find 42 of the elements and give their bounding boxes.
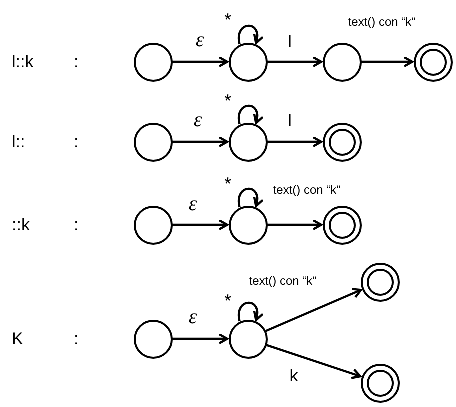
state-circle	[134, 206, 172, 244]
arrow	[172, 56, 229, 68]
arrow	[172, 219, 229, 231]
row-label: l::	[12, 134, 26, 150]
state-circle	[134, 320, 172, 358]
self-loop-arrow	[238, 188, 264, 208]
colon-separator: :	[74, 330, 79, 348]
arrow	[172, 136, 229, 148]
self-loop-arrow	[238, 104, 264, 124]
state-circle	[322, 42, 362, 82]
arrow	[268, 136, 323, 148]
accepting-state-circle	[360, 364, 400, 402]
state-circle	[228, 42, 268, 82]
state-circle	[228, 320, 268, 358]
colon-separator: :	[74, 134, 79, 150]
edge-label: text() con “k”	[272, 184, 342, 196]
arrow	[172, 333, 229, 345]
row-label: l::k	[12, 54, 34, 70]
accepting-state-circle	[414, 42, 452, 82]
arrow	[266, 344, 362, 380]
edge-label: l	[287, 34, 293, 50]
state-circle	[228, 206, 268, 244]
colon-separator: :	[74, 216, 79, 234]
self-loop-arrow	[238, 24, 264, 44]
accepting-state-circle	[360, 262, 400, 302]
state-circle	[134, 122, 172, 162]
state-circle	[134, 42, 172, 82]
row-label: K	[12, 330, 24, 348]
edge-label: l	[287, 112, 293, 130]
edge-label: text() con “k”	[347, 16, 417, 28]
arrow	[268, 56, 323, 68]
edge-label: k	[288, 368, 300, 384]
row-label: ::k	[12, 216, 30, 234]
arrow	[362, 56, 414, 68]
self-loop-arrow	[238, 302, 264, 322]
accepting-state-circle	[322, 206, 362, 244]
accepting-state-circle	[322, 122, 362, 162]
arrow	[265, 288, 362, 332]
colon-separator: :	[74, 54, 79, 70]
state-circle	[228, 122, 268, 162]
arrow	[268, 219, 323, 231]
edge-label: text() con “k”	[248, 275, 318, 287]
